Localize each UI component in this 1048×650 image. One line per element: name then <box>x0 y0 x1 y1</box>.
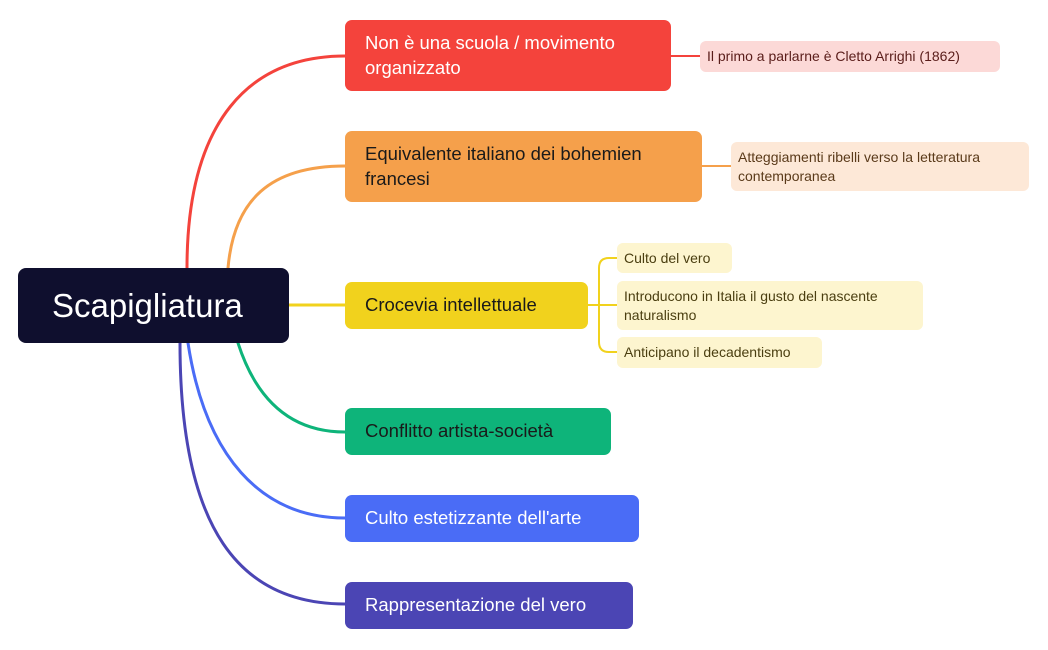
leaf-culto-del-vero[interactable]: Culto del vero <box>617 243 732 273</box>
leaf-label: Atteggiamenti ribelli verso la letteratu… <box>738 149 981 184</box>
branch-bohemien[interactable]: Equivalente italiano dei bohemien france… <box>345 131 702 202</box>
root-topic-label: Scapigliatura <box>52 286 243 324</box>
branch-label: Crocevia intellettuale <box>365 294 537 316</box>
leaf-decadentismo[interactable]: Anticipano il decadentismo <box>617 337 822 368</box>
leaf-atteggiamenti-ribelli[interactable]: Atteggiamenti ribelli verso la letteratu… <box>731 142 1029 191</box>
leaf-label: Anticipano il decadentismo <box>624 344 791 361</box>
connector-root-branch-2 <box>226 164 347 270</box>
branch-label: Non è una scuola / movimento organizzato <box>365 32 615 78</box>
connector-root-branch-1 <box>185 54 347 270</box>
leaf-naturalismo[interactable]: Introducono in Italia il gusto del nasce… <box>617 281 923 330</box>
branch-rappresentazione[interactable]: Rappresentazione del vero <box>345 582 633 629</box>
branch-label: Rappresentazione del vero <box>365 594 587 616</box>
leaf-cletto-arrighi[interactable]: Il primo a parlarne è Cletto Arrighi (18… <box>700 41 1000 72</box>
branch-label: Equivalente italiano dei bohemien france… <box>365 143 642 189</box>
leaf-label: Il primo a parlarne è Cletto Arrighi (18… <box>707 48 960 65</box>
branch-culto-estetizzante[interactable]: Culto estetizzante dell'arte <box>345 495 639 542</box>
branch-crocevia[interactable]: Crocevia intellettuale <box>345 282 588 329</box>
root-topic[interactable]: Scapigliatura <box>18 268 289 343</box>
leaf-label: Introducono in Italia il gusto del nasce… <box>624 288 878 323</box>
branch-non-scuola[interactable]: Non è una scuola / movimento organizzato <box>345 20 671 91</box>
connector-root-branch-5 <box>186 341 347 520</box>
connector-branch-3-leaves <box>587 257 617 353</box>
branch-label: Culto estetizzante dell'arte <box>365 507 582 529</box>
leaf-label: Culto del vero <box>624 249 711 266</box>
connector-root-branch-6 <box>178 341 347 606</box>
branch-label: Conflitto artista-società <box>365 420 554 442</box>
branch-conflitto[interactable]: Conflitto artista-società <box>345 408 611 455</box>
connector-root-branch-4 <box>236 341 347 434</box>
